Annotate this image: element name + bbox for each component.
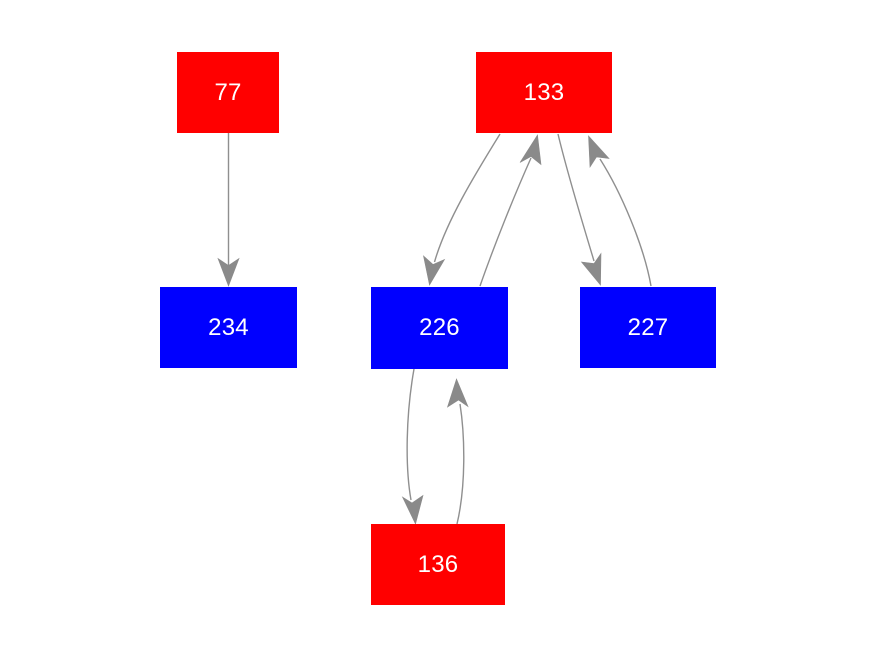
edge-line <box>433 133 501 263</box>
graph-node-133[interactable]: 133 <box>476 52 612 133</box>
arrowhead-icon <box>423 255 446 286</box>
graph-node-227[interactable]: 227 <box>580 287 716 368</box>
edge-line <box>456 403 465 525</box>
graph-node-136[interactable]: 136 <box>371 524 505 605</box>
graph-node-234[interactable]: 234 <box>160 287 297 368</box>
node-label: 227 <box>627 313 669 341</box>
edge-133-to-227[interactable] <box>557 133 602 286</box>
arrowhead-icon <box>519 134 542 166</box>
edge-226-to-136[interactable] <box>401 368 424 525</box>
node-label: 226 <box>419 314 460 341</box>
edge-line <box>479 157 532 287</box>
graph-node-226[interactable]: 226 <box>371 287 508 369</box>
edge-226-to-133[interactable] <box>479 134 542 287</box>
node-label: 136 <box>417 550 459 578</box>
arrowhead-icon <box>580 252 602 286</box>
arrowhead-icon <box>446 378 469 408</box>
edge-136-to-226[interactable] <box>446 378 469 525</box>
arrowhead-icon <box>217 257 240 287</box>
edge-77-to-234[interactable] <box>217 133 240 287</box>
node-label: 77 <box>214 78 242 106</box>
arrowhead-icon <box>588 135 610 168</box>
edge-line <box>599 158 652 287</box>
node-label: 234 <box>208 313 249 341</box>
graph-node-77[interactable]: 77 <box>177 52 279 133</box>
node-label: 133 <box>523 78 565 106</box>
edge-133-to-226[interactable] <box>423 133 501 286</box>
edge-line <box>557 133 595 262</box>
edge-227-to-133[interactable] <box>588 135 652 287</box>
edge-line <box>406 368 415 501</box>
arrowhead-icon <box>401 494 424 525</box>
